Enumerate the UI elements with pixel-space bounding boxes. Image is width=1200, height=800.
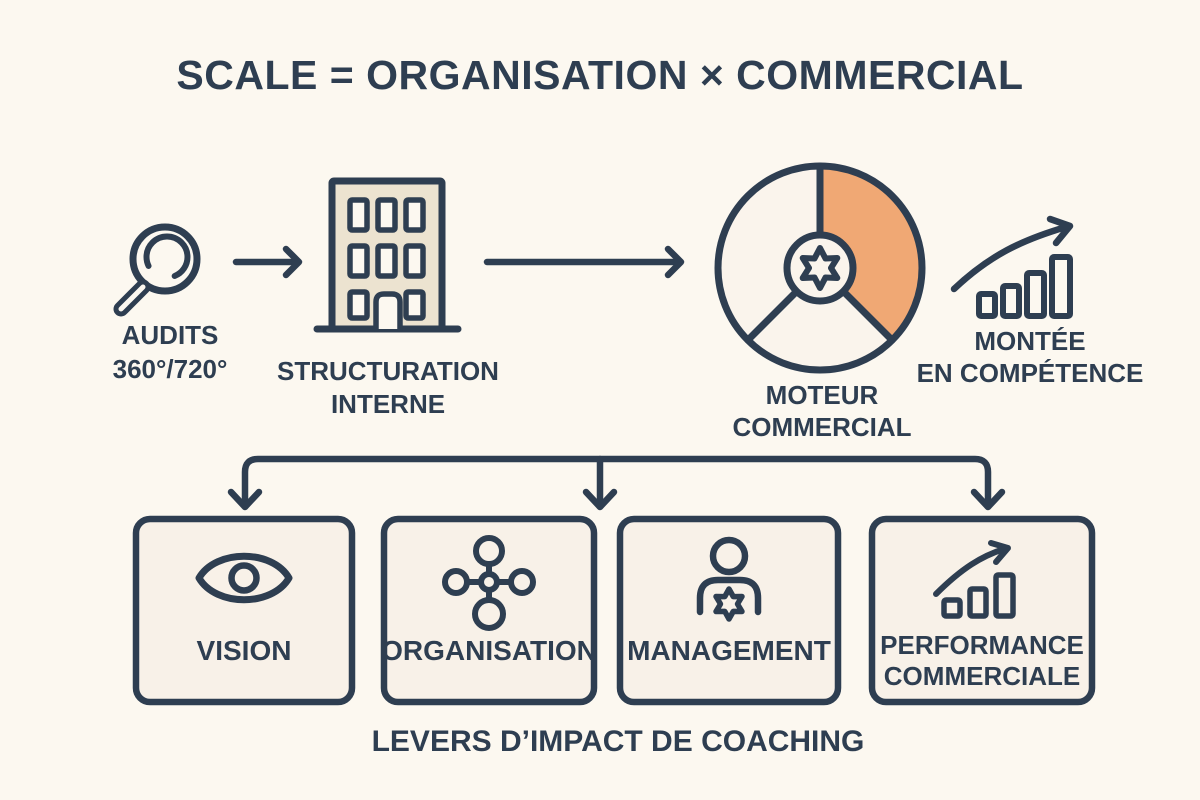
lever-label-management: MANAGEMENT bbox=[627, 635, 831, 666]
lever-label-performance-line2: COMMERCIALE bbox=[883, 661, 1081, 691]
diagram-title: SCALE = ORGANISATION × COMMERCIAL bbox=[176, 52, 1024, 98]
flow-label-montee-line1: MONTÉE bbox=[974, 326, 1086, 356]
flow-label-montee-line2: EN COMPÉTENCE bbox=[916, 358, 1144, 388]
network-cross-icon bbox=[442, 535, 536, 631]
footer-caption: LEVERS D’IMPACT DE COACHING bbox=[371, 725, 865, 758]
flow-label-structuration-line2: INTERNE bbox=[330, 389, 446, 419]
bracket-connector bbox=[227, 455, 1006, 511]
person-gear-icon bbox=[696, 536, 762, 622]
flow-label-audits-line1: AUDITS bbox=[121, 320, 219, 350]
flow-label-moteur-line1: MOTEUR bbox=[765, 380, 879, 410]
lever-label-performance-line1: PERFORMANCE bbox=[880, 630, 1084, 660]
rising-bars-arrow-icon bbox=[933, 540, 1016, 619]
pie-wheel-gear-icon bbox=[714, 162, 926, 374]
building-icon bbox=[313, 177, 462, 333]
gear-star-icon bbox=[799, 245, 841, 291]
rising-bars-arrow-icon bbox=[950, 215, 1074, 319]
lever-label-vision: VISION bbox=[196, 635, 292, 666]
lever-card-performance bbox=[868, 515, 1096, 706]
lever-label-organisation: ORGANISATION bbox=[381, 635, 597, 666]
magnifier-icon bbox=[113, 223, 201, 317]
flow-label-structuration-line1: STRUCTURATION bbox=[277, 356, 499, 386]
lever-card-vision bbox=[132, 515, 356, 706]
flow-label-moteur-line2: COMMERCIAL bbox=[732, 412, 912, 442]
arrow-right-icon bbox=[483, 245, 685, 279]
flow-label-audits-line2: 360°/720° bbox=[112, 354, 228, 384]
gear-star-icon bbox=[713, 586, 745, 622]
arrow-right-icon bbox=[232, 245, 303, 279]
eye-icon bbox=[195, 552, 293, 604]
